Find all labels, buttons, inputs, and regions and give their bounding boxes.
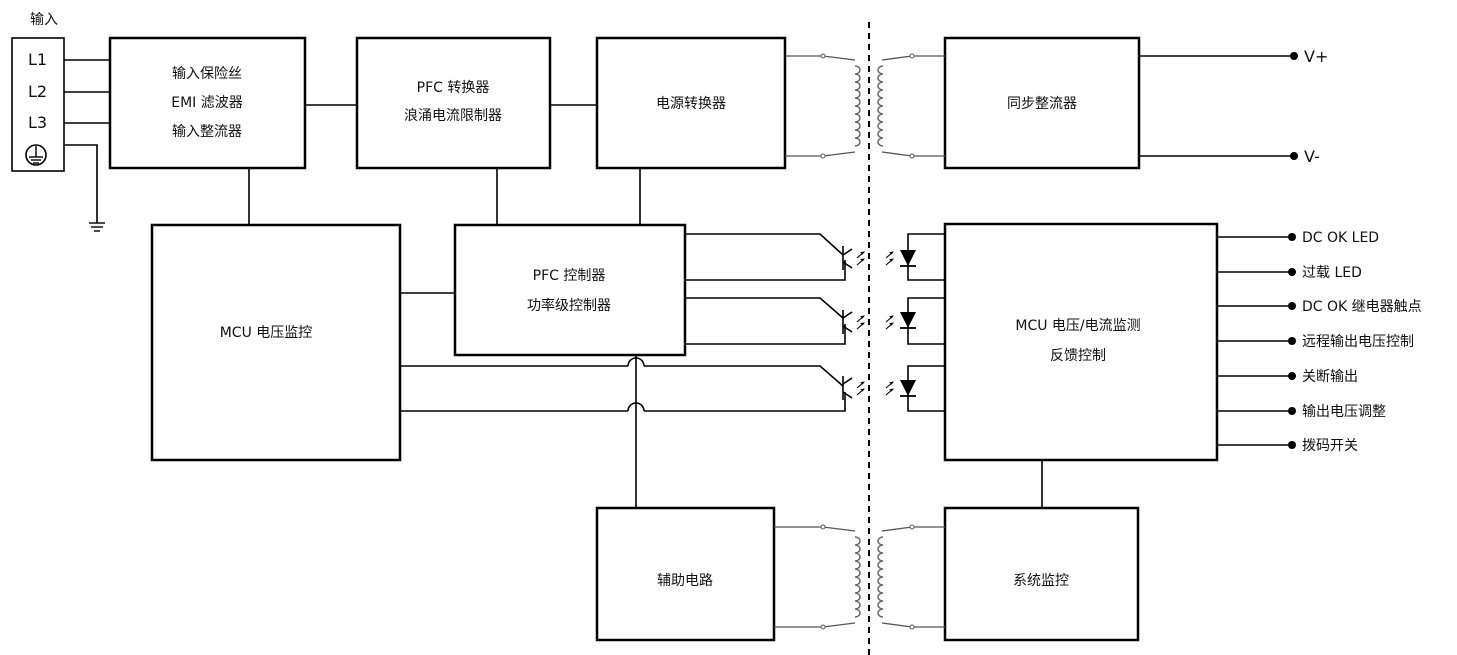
input-filter-line-3: 输入整流器 bbox=[172, 124, 242, 140]
light-arrows-icon-3 bbox=[856, 381, 865, 396]
sync-rectifier-block bbox=[943, 36, 1141, 170]
mcu-feedback-block bbox=[943, 222, 1219, 462]
input-label-l1: L1 bbox=[28, 50, 47, 69]
opto-transistor-2 bbox=[842, 310, 853, 334]
aux-circuit-label: 辅助电路 bbox=[657, 573, 713, 589]
pfc-controller-line-2: 功率级控制器 bbox=[527, 297, 611, 314]
signal-label: 关断输出 bbox=[1302, 369, 1358, 385]
signal-shutdown-output: 关断输出 bbox=[1217, 369, 1358, 385]
pfc-converter-line-1: PFC 转换器 bbox=[417, 79, 490, 96]
signal-label: DC OK 继电器触点 bbox=[1302, 299, 1422, 315]
pfc-controller-block bbox=[453, 223, 687, 357]
input-filter-block bbox=[108, 36, 307, 170]
mcu-feedback-line-1: MCU 电压/电流监测 bbox=[1015, 318, 1140, 334]
light-arrows-icon-5 bbox=[885, 315, 894, 330]
input-title: 输入 bbox=[30, 12, 58, 28]
mcu-voltage-monitor-block bbox=[150, 223, 402, 462]
input-filter-line-1: 输入保险丝 bbox=[172, 66, 242, 82]
opto-led-2 bbox=[900, 297, 945, 345]
system-monitor-block bbox=[943, 506, 1140, 642]
light-arrows-icon-1 bbox=[856, 251, 865, 266]
aux-transformer bbox=[774, 524, 945, 630]
output-v-plus-label: V+ bbox=[1304, 47, 1328, 66]
signal-dc-ok-led: DC OK LED bbox=[1217, 230, 1379, 246]
mcu-voltage-monitor-label: MCU 电压监控 bbox=[220, 325, 313, 341]
signal-dip-switch: 拨码开关 bbox=[1217, 438, 1358, 454]
pfc-converter-line-2: 浪涌电流限制器 bbox=[404, 108, 502, 124]
power-converter-label: 电源转换器 bbox=[656, 95, 726, 112]
input-label-l3: L3 bbox=[28, 113, 47, 132]
opto-transistor-1 bbox=[842, 246, 853, 270]
input-label-l2: L2 bbox=[28, 82, 47, 101]
signal-label: 远程输出电压控制 bbox=[1302, 334, 1414, 350]
pfc-converter-block bbox=[355, 36, 552, 170]
opto-transistor-3 bbox=[842, 376, 853, 400]
input-wires bbox=[64, 59, 110, 223]
output-v-plus: V+ bbox=[1139, 47, 1328, 66]
opto-led-1 bbox=[900, 233, 945, 281]
aux-circuit-block bbox=[595, 506, 776, 642]
light-arrows-icon-2 bbox=[856, 315, 865, 330]
system-monitor-label: 系统监控 bbox=[1013, 573, 1069, 589]
signal-label: 拨码开关 bbox=[1302, 438, 1358, 454]
ground-icon bbox=[89, 222, 105, 232]
light-arrows-icon-4 bbox=[885, 251, 894, 266]
opto-led-3 bbox=[900, 365, 945, 412]
power-converter-block bbox=[595, 36, 787, 170]
signal-label: 过载 LED bbox=[1302, 265, 1362, 281]
earth-icon bbox=[25, 144, 47, 166]
signal-label: DC OK LED bbox=[1302, 230, 1379, 246]
opto-input-wires bbox=[400, 233, 846, 508]
output-v-minus: V- bbox=[1139, 147, 1320, 166]
input-filter-line-2: EMI 滤波器 bbox=[171, 95, 243, 111]
signal-remote-voltage-control: 远程输出电压控制 bbox=[1217, 334, 1414, 350]
main-transformer bbox=[785, 53, 945, 159]
signal-voltage-adjust: 输出电压调整 bbox=[1217, 404, 1386, 420]
signal-label: 输出电压调整 bbox=[1302, 404, 1386, 420]
output-v-minus-label: V- bbox=[1304, 147, 1320, 166]
signal-dc-ok-relay: DC OK 继电器触点 bbox=[1217, 299, 1422, 315]
mcu-feedback-line-2: 反馈控制 bbox=[1050, 348, 1106, 364]
pfc-controller-line-1: PFC 控制器 bbox=[533, 268, 606, 284]
sync-rectifier-label: 同步整流器 bbox=[1007, 96, 1077, 112]
vertical-links bbox=[248, 168, 1043, 508]
input-terminal-box bbox=[11, 37, 65, 172]
signal-overload-led: 过载 LED bbox=[1217, 265, 1362, 281]
light-arrows-icon-6 bbox=[885, 381, 894, 396]
